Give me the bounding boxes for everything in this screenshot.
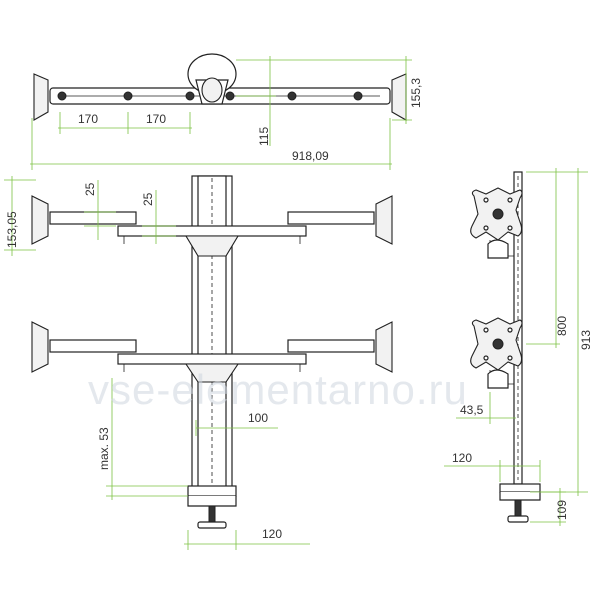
dim-170-right: 170 [146,112,166,126]
dim-153-05: 153,05 [5,211,19,248]
dim-918: 918,09 [292,149,329,163]
front-view-dimensions: 153,05 25 25 100 max. 53 120 [4,176,310,550]
dim-115: 115 [257,127,271,146]
dim-109: 109 [555,500,569,520]
watermark: vse-elementarno.ru [88,366,468,413]
dim-25-a: 25 [83,182,97,196]
dim-170-left: 170 [78,112,98,126]
side-view-dimensions: 800 913 43,5 120 109 [444,168,593,526]
dim-120-front: 120 [262,527,282,541]
dim-max-53: max. 53 [97,427,111,470]
dim-155-3: 155,3 [409,78,423,108]
dim-913: 913 [579,330,593,350]
dim-120-side: 120 [452,451,472,465]
top-view-dimensions: 170 170 918,09 155,3 115 [30,56,423,170]
dim-800: 800 [555,316,569,336]
dim-25-b: 25 [141,192,155,206]
side-view [470,171,541,523]
top-view [33,53,407,121]
front-view [31,175,393,529]
dim-43-5: 43,5 [460,403,484,417]
dim-100: 100 [248,411,268,425]
